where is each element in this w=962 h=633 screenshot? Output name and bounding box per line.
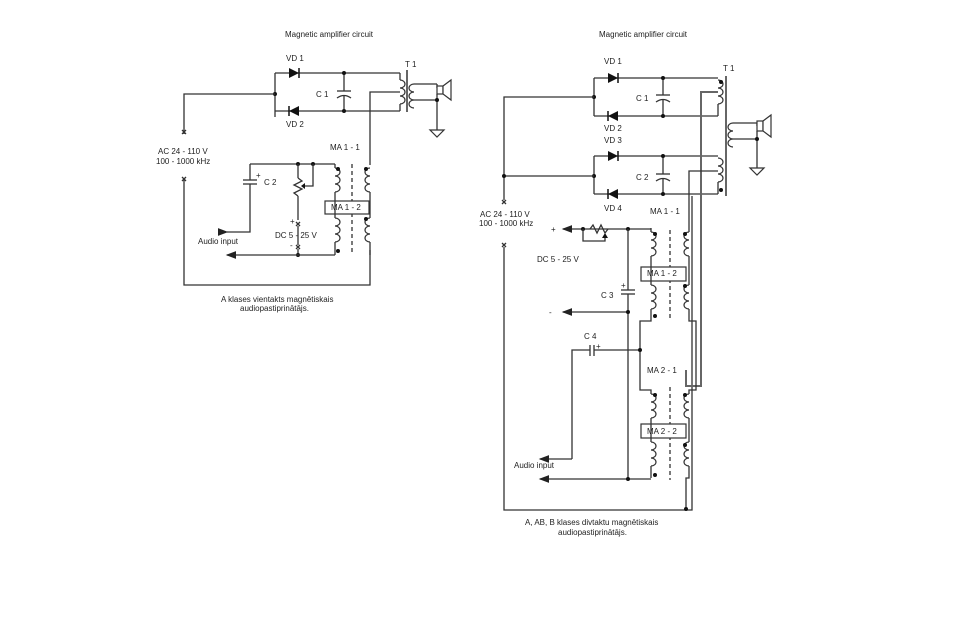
label-t1: T 1 — [723, 64, 735, 73]
label-c3-plus: + — [621, 281, 626, 290]
label-vd2: VD 2 — [286, 120, 304, 129]
diode-vd4-icon — [607, 189, 618, 199]
speaker-icon — [755, 113, 772, 168]
diode-vd2-icon — [288, 106, 299, 116]
label-ac-voltage: AC 24 - 110 V — [158, 147, 208, 156]
label-c3: C 3 — [601, 291, 614, 300]
label-vd1: VD 1 — [604, 57, 622, 66]
transformer-t1-icon — [717, 76, 757, 196]
left-circuit: Magnetic amplifier circuit VD 1 VD 2 — [156, 30, 452, 313]
label-vd1: VD 1 — [286, 54, 304, 63]
label-c1: C 1 — [636, 94, 649, 103]
right-upper-bridge: VD 1 VD 2 C 1 — [592, 57, 718, 133]
left-control-section: + DC 5 - 25 V - + C 2 Audio input — [198, 162, 335, 259]
right-circuit: Magnetic amplifier circuit VD 1 VD 2 — [479, 30, 772, 537]
right-control-section: + DC 5 - 25 V + C 3 - + C 4 — [514, 223, 651, 483]
label-vd2: VD 2 — [604, 124, 622, 133]
ground-icon — [748, 167, 766, 176]
label-c2: C 2 — [636, 173, 649, 182]
label-c2: C 2 — [264, 178, 277, 187]
potentiometer-icon — [292, 164, 314, 220]
transformer-t1-icon — [399, 70, 437, 112]
label-ma1-1: MA 1 - 1 — [330, 143, 360, 152]
label-vd3: VD 3 — [604, 136, 622, 145]
diode-vd1-icon — [608, 73, 619, 83]
capacitor-c3-icon — [621, 229, 635, 480]
right-ac-source: AC 24 - 110 V 100 - 1000 kHz — [479, 96, 693, 511]
diode-vd1-icon — [289, 68, 300, 78]
mag-amp-ma2: MA 2 - 1 MA 2 - 2 — [640, 366, 690, 511]
ground-icon — [428, 129, 446, 138]
left-diode-bridge: VD 1 VD 2 C 1 — [273, 54, 400, 129]
label-ma1-1: MA 1 - 1 — [650, 207, 680, 216]
capacitor-c2-icon — [217, 164, 257, 236]
mag-amp-ma1: MA 1 - 1 MA 1 - 2 — [639, 207, 697, 394]
label-ac-frequency: 100 - 1000 kHz — [479, 219, 533, 228]
label-ma2-1: MA 2 - 1 — [647, 366, 677, 375]
mag-amp-ma1: MA 1 - 1 MA 1 - 2 — [324, 143, 371, 255]
capacitor-c1-icon — [336, 73, 352, 111]
diode-vd3-icon — [608, 151, 619, 161]
label-t1: T 1 — [405, 60, 417, 69]
left-ac-source: AC 24 - 110 V 100 - 1000 kHz — [156, 93, 371, 286]
capacitor-c1-icon — [655, 78, 671, 116]
label-c4: C 4 — [584, 332, 597, 341]
left-caption-line2: audiopastiprinātājs. — [240, 304, 309, 313]
right-caption-line1: A, AB, B klases divtaktu magnētiskais — [525, 518, 658, 527]
label-c2-plus: + — [256, 171, 261, 180]
label-dc-plus: + — [551, 225, 556, 234]
diode-vd2-icon — [607, 111, 618, 121]
label-dc-minus: - — [549, 308, 552, 317]
potentiometer-icon — [582, 223, 609, 242]
speaker-icon — [435, 78, 452, 130]
label-vd4: VD 4 — [604, 204, 622, 213]
label-dc: DC 5 - 25 V — [275, 231, 317, 240]
left-caption-line1: A klases vientakts magnētiskais — [221, 295, 334, 304]
label-ma2-2: MA 2 - 2 — [647, 427, 677, 436]
capacitor-c2-icon — [655, 156, 671, 194]
label-ma1-2: MA 1 - 2 — [331, 203, 361, 212]
label-audio-input: Audio input — [514, 461, 555, 470]
label-audio-input: Audio input — [198, 237, 239, 246]
label-c4-plus: + — [596, 342, 601, 351]
right-caption-line2: audiopastiprinātājs. — [558, 528, 627, 537]
label-ma1-2: MA 1 - 2 — [647, 269, 677, 278]
capacitor-c4-icon — [571, 345, 642, 459]
label-dc: DC 5 - 25 V — [537, 255, 579, 264]
right-lower-bridge: VD 3 VD 4 C 2 — [592, 136, 718, 213]
label-ac-voltage: AC 24 - 110 V — [480, 210, 530, 219]
left-title: Magnetic amplifier circuit — [285, 30, 374, 39]
label-dc-minus: - — [290, 241, 293, 250]
label-ac-frequency: 100 - 1000 kHz — [156, 157, 210, 166]
right-title: Magnetic amplifier circuit — [599, 30, 688, 39]
label-dc-plus: + — [290, 217, 295, 226]
label-c1: C 1 — [316, 90, 329, 99]
